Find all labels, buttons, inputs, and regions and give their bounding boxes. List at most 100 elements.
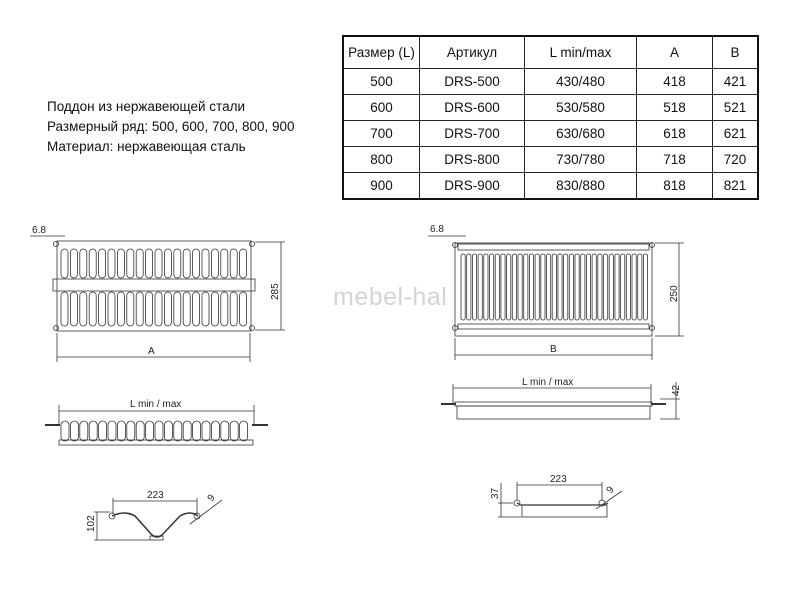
description-line: Поддон из нержавеющей стали <box>47 99 245 114</box>
slot <box>70 291 78 327</box>
slot <box>239 248 248 279</box>
cell: 830/880 <box>524 172 637 200</box>
right-rod-label: 9 <box>605 484 617 496</box>
right-tray <box>456 405 651 420</box>
slot <box>70 420 79 442</box>
right-depth-label: 42 <box>671 384 682 396</box>
slot <box>154 248 163 279</box>
slot <box>79 420 89 442</box>
bolt-icon <box>452 242 458 248</box>
right-profile-width-label: 223 <box>550 474 567 485</box>
dim-line <box>189 499 223 525</box>
bolt-icon <box>649 325 655 331</box>
bolt-icon <box>249 241 255 247</box>
slot <box>568 253 574 321</box>
cell: 718 <box>636 146 713 173</box>
cell: 900 <box>342 172 420 200</box>
right-width-label: B <box>550 344 557 355</box>
cell: 521 <box>712 94 759 121</box>
slot <box>597 253 603 321</box>
cell: 730/780 <box>524 146 637 173</box>
slot <box>192 420 202 442</box>
slot <box>220 291 229 327</box>
slot <box>154 291 163 327</box>
cell: DRS-500 <box>419 68 525 95</box>
slot <box>529 253 535 321</box>
slot <box>192 291 201 327</box>
slot <box>483 253 489 321</box>
right-profile-height-label: 37 <box>490 487 501 499</box>
right-slots <box>460 253 649 321</box>
left-frame <box>56 240 252 332</box>
cell: 621 <box>712 120 759 147</box>
slot <box>88 420 98 442</box>
description-line: Материал: нержавеющая сталь <box>47 139 246 154</box>
slot <box>135 420 145 442</box>
left-profile-shape <box>111 512 199 538</box>
slot <box>126 248 135 279</box>
slot <box>471 253 477 321</box>
right-top-bar <box>457 243 650 251</box>
left-tray <box>58 439 254 446</box>
slot <box>60 291 69 327</box>
slot <box>540 253 546 321</box>
slot <box>637 253 643 321</box>
slot <box>201 248 210 279</box>
slot <box>182 291 191 327</box>
slot <box>210 291 219 327</box>
slot <box>586 253 592 321</box>
left-width-label: A <box>148 346 155 357</box>
slot <box>466 253 472 321</box>
cell: 421 <box>712 68 759 95</box>
slot <box>580 253 586 321</box>
slot <box>70 248 78 279</box>
description-line: Размерный ряд: 500, 600, 700, 800, 900 <box>47 119 295 134</box>
right-side-view: L min / max 42 <box>441 377 682 420</box>
slot <box>494 253 500 321</box>
slot <box>239 420 249 442</box>
slot <box>523 253 529 321</box>
left-profile: 223 102 9 <box>86 490 223 541</box>
slot <box>551 253 557 321</box>
slot <box>79 291 88 327</box>
left-side-slots <box>60 420 249 442</box>
slot <box>625 253 631 321</box>
left-side-view: L min / max <box>45 399 268 446</box>
slot <box>511 253 517 321</box>
slot <box>117 248 125 279</box>
slot <box>563 253 569 321</box>
left-top-view: 6.8 285 A <box>30 225 285 362</box>
bolt-icon <box>649 242 655 248</box>
slot <box>201 420 211 442</box>
slot <box>220 248 229 279</box>
slot <box>126 420 136 442</box>
cell: 818 <box>636 172 713 200</box>
slot <box>631 253 637 321</box>
rod-icon <box>108 512 116 520</box>
header-b: B <box>712 35 759 69</box>
slot <box>60 248 69 279</box>
slot <box>182 420 192 442</box>
slot <box>60 420 70 442</box>
bolt-icon <box>452 325 458 331</box>
watermark: mebel-hal <box>333 283 448 311</box>
left-slots <box>60 248 248 327</box>
slot <box>163 420 173 442</box>
cell: DRS-800 <box>419 146 525 173</box>
slot <box>220 420 230 442</box>
slot <box>126 291 135 327</box>
slot <box>229 248 238 279</box>
left-profile-width-label: 223 <box>147 490 164 501</box>
slot <box>135 248 144 279</box>
slot <box>557 253 563 321</box>
cell: 700 <box>342 120 420 147</box>
right-rail <box>454 401 653 407</box>
right-length-label: L min / max <box>522 377 573 388</box>
left-profile-foot <box>149 535 164 541</box>
right-offset-label: 6.8 <box>430 224 444 235</box>
